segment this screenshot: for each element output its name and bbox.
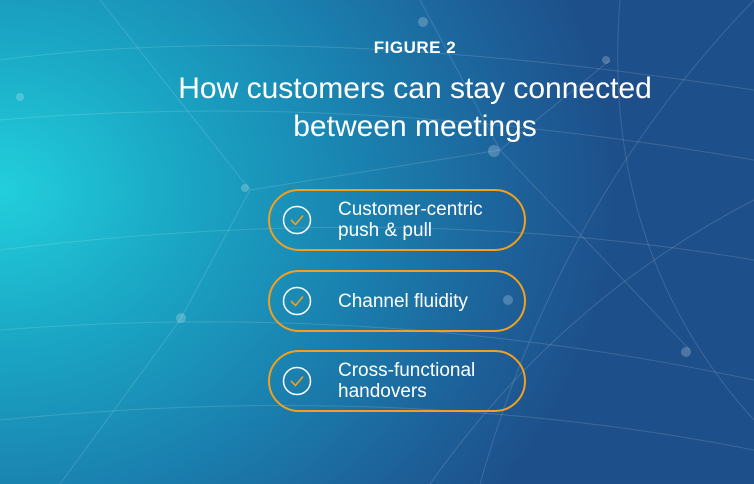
title-line-1: How customers can stay connected — [178, 72, 652, 105]
item-label: Channel fluidity — [338, 291, 468, 312]
check-circle-icon — [282, 366, 312, 396]
item-channel-fluidity: Channel fluidity — [268, 270, 526, 332]
item-label-line: push & pull — [338, 220, 433, 241]
check-circle-icon — [282, 286, 312, 316]
item-label-line: Customer-centric — [338, 199, 483, 220]
item-label-line: Channel fluidity — [338, 290, 468, 312]
page-title: How customers can stay connected between… — [0, 70, 754, 146]
check-circle-icon — [282, 205, 312, 235]
figure-label: FIGURE 2 — [373, 38, 457, 57]
item-label-line: Cross-functional — [338, 360, 476, 381]
title-line-2: between meetings — [293, 110, 537, 143]
item-label-line: handovers — [338, 381, 427, 402]
